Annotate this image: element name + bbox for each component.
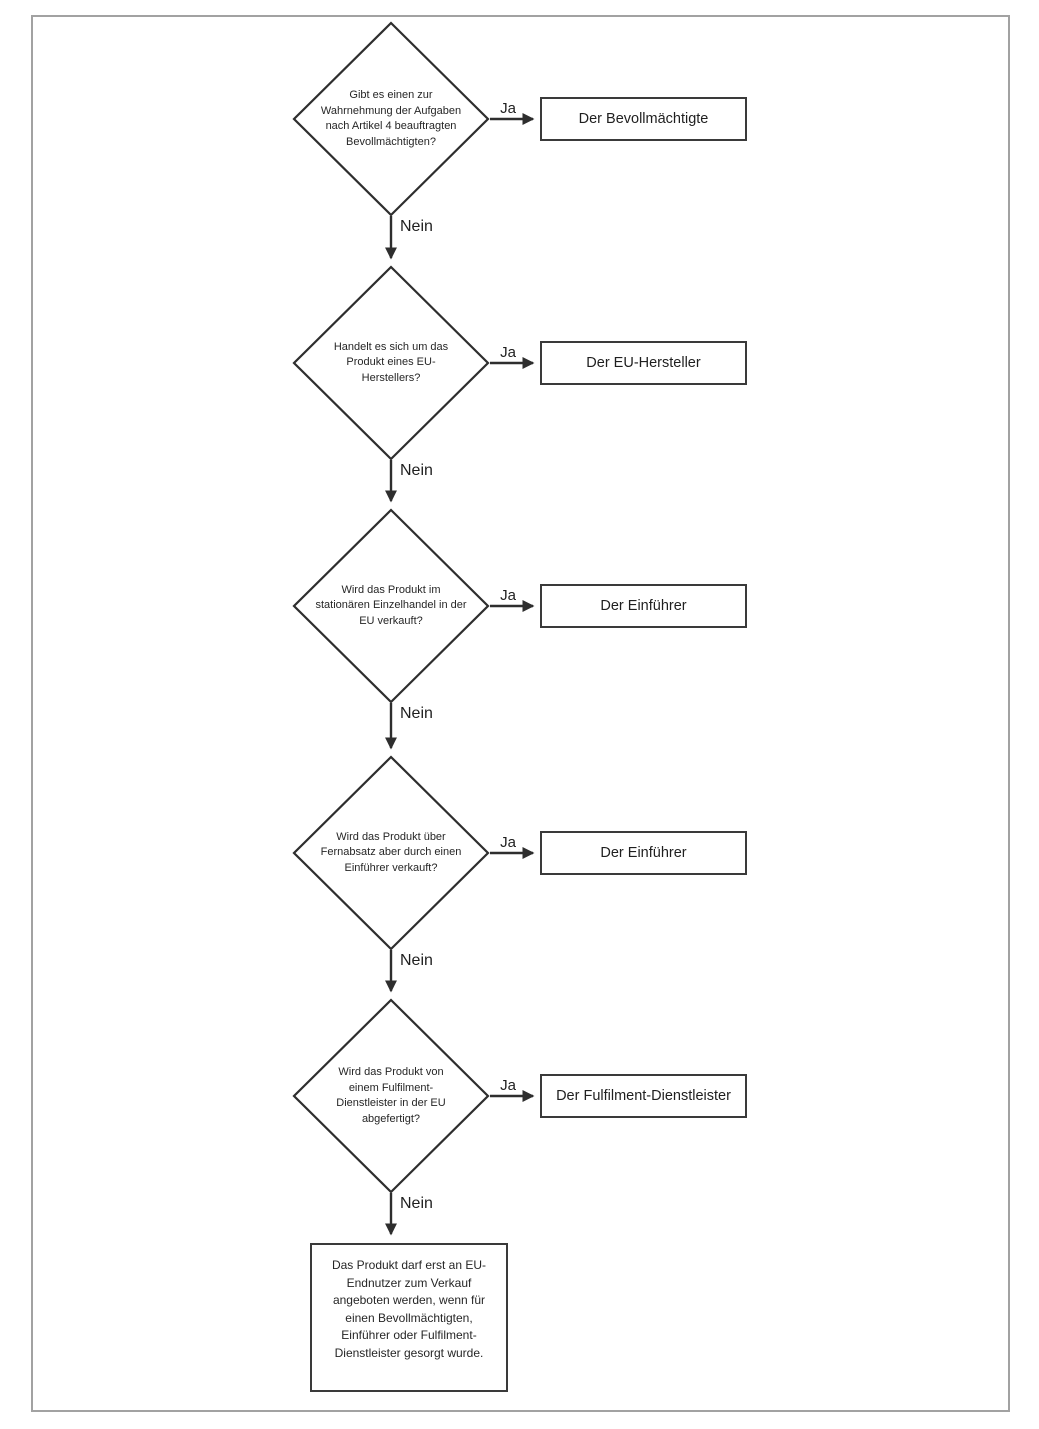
ja-label-4: Ja [500,834,516,851]
result-box-4: Der Einführer [540,831,747,875]
decision-question-4: Wird das Produkt über Fernabsatz aber du… [320,830,462,874]
result-box-1: Der Bevollmächtigte [540,97,747,141]
decision-diamond-5 [292,998,490,1194]
result-label-3: Der Einführer [600,598,687,614]
final-note-box: Das Produkt darf erst an EU- Endnutzer z… [310,1243,508,1392]
ja-label-2: Ja [500,344,516,361]
decision-diamond-3 [292,508,490,704]
result-label-1: Der Bevollmächtigte [578,111,709,127]
decision-question-3: Wird das Produkt im stationären Einzelha… [315,583,467,627]
nein-label-5: Nein [400,1195,433,1212]
nein-label-4: Nein [400,952,433,969]
result-box-5: Der Fulfilment-Dienstleister [540,1074,747,1118]
decision-question-1: Gibt es einen zur Wahrnehmung der Aufgab… [320,89,462,148]
nein-label-2: Nein [400,462,433,479]
decision-diamond-1 [292,21,490,217]
nein-label-3: Nein [400,705,433,722]
result-box-3: Der Einführer [540,584,747,628]
result-label-5: Der Fulfilment-Dienstleister [556,1088,731,1104]
decision-diamond-4 [292,755,490,951]
result-box-2: Der EU-Hersteller [540,341,747,385]
result-label-2: Der EU-Hersteller [586,355,701,371]
page-frame [31,15,1010,1412]
decision-diamond-2 [292,265,490,461]
decision-question-5: Wird das Produkt von einem Fulfilment- D… [336,1066,446,1125]
decision-question-2: Handelt es sich um das Produkt eines EU-… [333,340,449,384]
ja-label-1: Ja [500,100,516,117]
ja-label-5: Ja [500,1077,516,1094]
result-label-4: Der Einführer [600,845,687,861]
nein-label-1: Nein [400,218,433,235]
ja-label-3: Ja [500,587,516,604]
